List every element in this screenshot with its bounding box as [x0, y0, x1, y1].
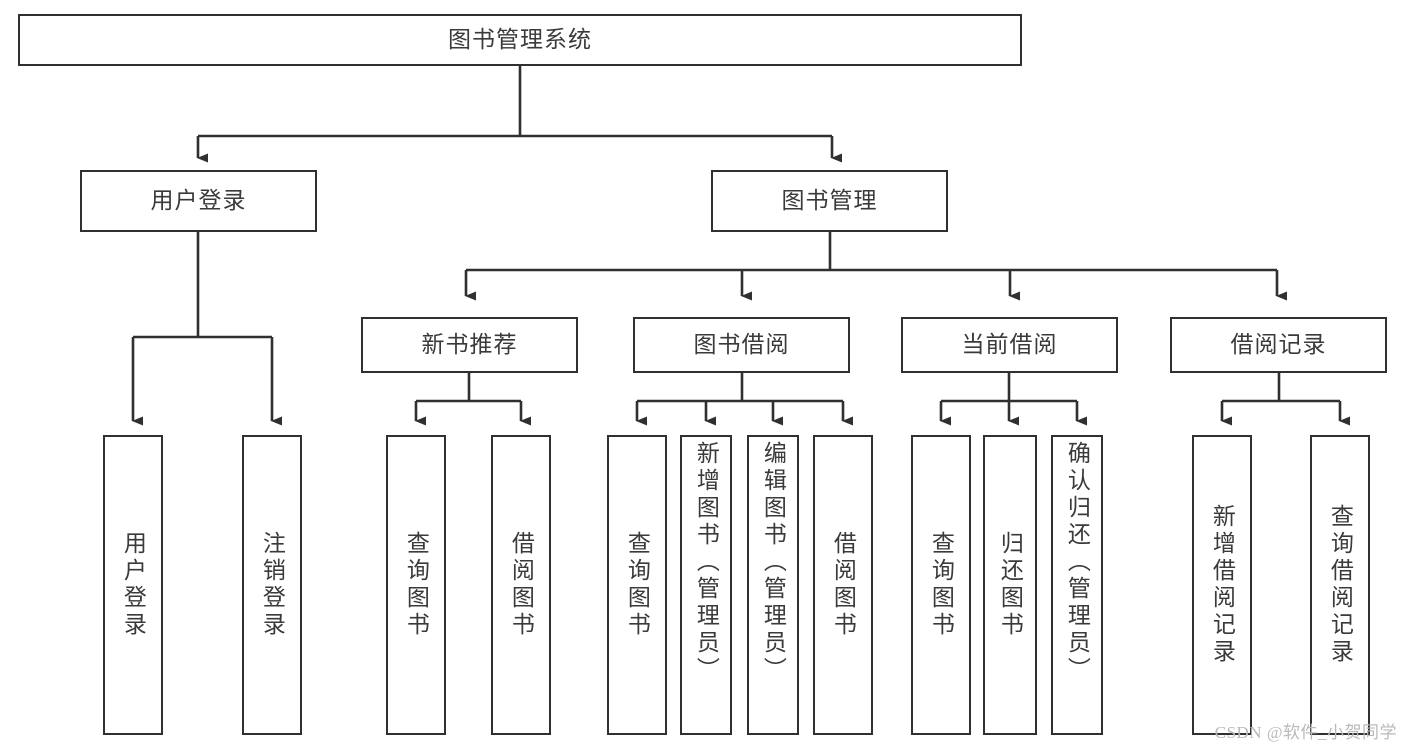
node-user-login[interactable]: 用户登录: [80, 170, 317, 232]
node-leaf-query-book-1[interactable]: 查询图书: [386, 435, 446, 735]
node-borrow-record-label: 借阅记录: [1230, 331, 1327, 358]
node-leaf-borrow-book-1[interactable]: 借阅图书: [491, 435, 551, 735]
csdn-watermark: CSDN @软件_小贺同学: [1214, 723, 1397, 742]
node-borrow-record[interactable]: 借阅记录: [1170, 317, 1387, 373]
node-leaf-return-book[interactable]: 归还图书: [983, 435, 1037, 735]
node-leaf-query-book-3[interactable]: 查询图书: [911, 435, 971, 735]
node-leaf-add-book-label: 新增图书（管理员）: [693, 441, 720, 684]
node-leaf-edit-book[interactable]: 编辑图书（管理员）: [747, 435, 799, 735]
node-new-book-recommend-label: 新书推荐: [421, 331, 518, 358]
node-book-manage-label: 图书管理: [781, 187, 878, 214]
node-leaf-query-book-2-label: 查询图书: [624, 531, 651, 639]
node-leaf-query-book-2[interactable]: 查询图书: [607, 435, 667, 735]
node-leaf-logout-label: 注销登录: [259, 531, 286, 639]
node-leaf-return-book-label: 归还图书: [997, 531, 1024, 639]
node-leaf-add-book[interactable]: 新增图书（管理员）: [680, 435, 732, 735]
node-leaf-edit-book-label: 编辑图书（管理员）: [760, 441, 787, 684]
node-leaf-query-record[interactable]: 查询借阅记录: [1310, 435, 1370, 735]
node-new-book-recommend[interactable]: 新书推荐: [361, 317, 578, 373]
node-current-borrow-label: 当前借阅: [961, 331, 1058, 358]
node-root[interactable]: 图书管理系统: [18, 14, 1022, 66]
node-leaf-borrow-book-1-label: 借阅图书: [508, 531, 535, 639]
node-leaf-confirm-return[interactable]: 确认归还（管理员）: [1051, 435, 1103, 735]
node-leaf-user-login[interactable]: 用户登录: [103, 435, 163, 735]
node-current-borrow[interactable]: 当前借阅: [901, 317, 1118, 373]
node-root-label: 图书管理系统: [448, 26, 592, 53]
node-user-login-label: 用户登录: [150, 187, 247, 214]
node-leaf-confirm-return-label: 确认归还（管理员）: [1064, 441, 1091, 684]
node-leaf-borrow-book-2[interactable]: 借阅图书: [813, 435, 873, 735]
node-leaf-user-login-label: 用户登录: [120, 531, 147, 639]
node-leaf-query-record-label: 查询借阅记录: [1327, 504, 1354, 666]
node-book-borrow[interactable]: 图书借阅: [633, 317, 850, 373]
node-leaf-logout[interactable]: 注销登录: [242, 435, 302, 735]
node-leaf-borrow-book-2-label: 借阅图书: [830, 531, 857, 639]
node-leaf-query-book-3-label: 查询图书: [928, 531, 955, 639]
node-leaf-query-book-1-label: 查询图书: [403, 531, 430, 639]
node-leaf-add-record[interactable]: 新增借阅记录: [1192, 435, 1252, 735]
node-leaf-add-record-label: 新增借阅记录: [1209, 504, 1236, 666]
node-book-manage[interactable]: 图书管理: [711, 170, 948, 232]
node-book-borrow-label: 图书借阅: [693, 331, 790, 358]
